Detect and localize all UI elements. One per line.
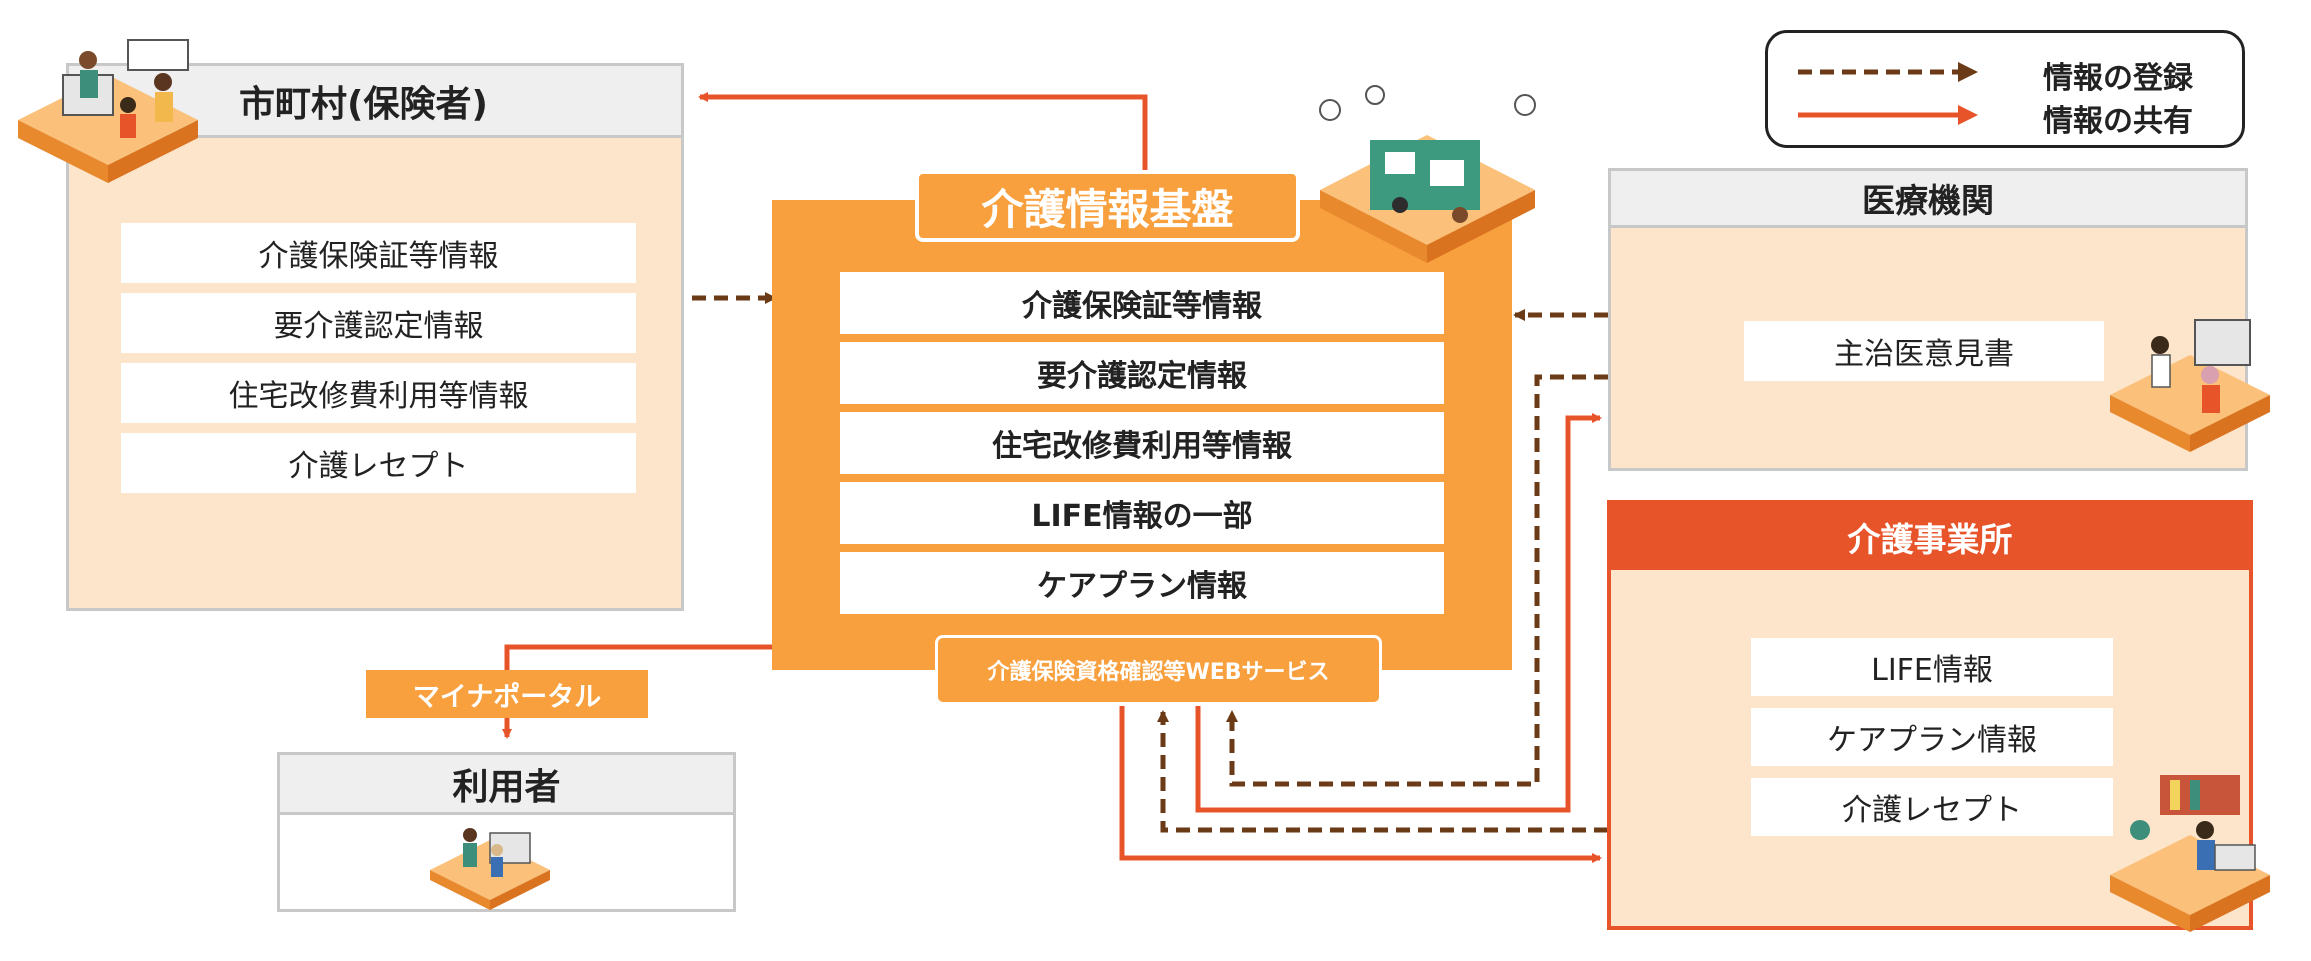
platform-item: ケアプラン情報 (840, 552, 1444, 614)
medical-institution-box: 医療機関 主治医意見書 (1608, 168, 2248, 471)
register-line-care-2 (1157, 710, 1608, 833)
medical-title: 医療機関 (1611, 171, 2245, 228)
platform-title: 介護情報基盤 (915, 170, 1300, 242)
legend-lines (1798, 62, 1978, 125)
municipality-item: 介護レセプト (121, 433, 636, 493)
legend: 情報の登録 情報の共有 (1765, 30, 2245, 148)
care-office-item: 介護レセプト (1751, 778, 2113, 836)
municipality-item: 住宅改修費利用等情報 (121, 363, 636, 423)
care-office-illustration (2110, 775, 2270, 932)
web-service-button[interactable]: 介護保険資格確認等WEBサービス (935, 635, 1382, 705)
office-illustration (18, 39, 198, 183)
care-office-item: LIFE情報 (1751, 638, 2113, 696)
clinic-illustration (2110, 319, 2270, 452)
register-line-care (1226, 374, 1608, 787)
municipality-item: 介護保険証等情報 (121, 223, 636, 283)
care-office-item: ケアプラン情報 (1751, 708, 2113, 766)
legend-registration-label: 情報の登録 (2043, 61, 2193, 96)
user-title: 利用者 (280, 755, 733, 815)
share-line-medical (1195, 413, 1602, 813)
platform-item: 住宅改修費利用等情報 (840, 412, 1444, 474)
medical-item: 主治医意見書 (1744, 321, 2104, 381)
user-illustration (430, 828, 550, 910)
legend-sharing-label: 情報の共有 (2043, 104, 2193, 139)
care-office-box: 介護事業所 LIFE情報 ケアプラン情報 介護レセプト (1607, 500, 2253, 930)
care-info-platform: 介護保険証等情報 要介護認定情報 住宅改修費利用等情報 LIFE情報の一部 ケア… (772, 200, 1512, 670)
platform-item: 要介護認定情報 (840, 342, 1444, 404)
share-line-municipality (698, 92, 1148, 200)
platform-item: 介護保険証等情報 (840, 272, 1444, 334)
share-line-care (1119, 706, 1602, 863)
care-office-title: 介護事業所 (1611, 504, 2249, 570)
myna-portal-label[interactable]: マイナポータル (366, 670, 648, 718)
network-illustration (1319, 85, 1536, 263)
municipality-item: 要介護認定情報 (121, 293, 636, 353)
platform-item: LIFE情報の一部 (840, 482, 1444, 544)
